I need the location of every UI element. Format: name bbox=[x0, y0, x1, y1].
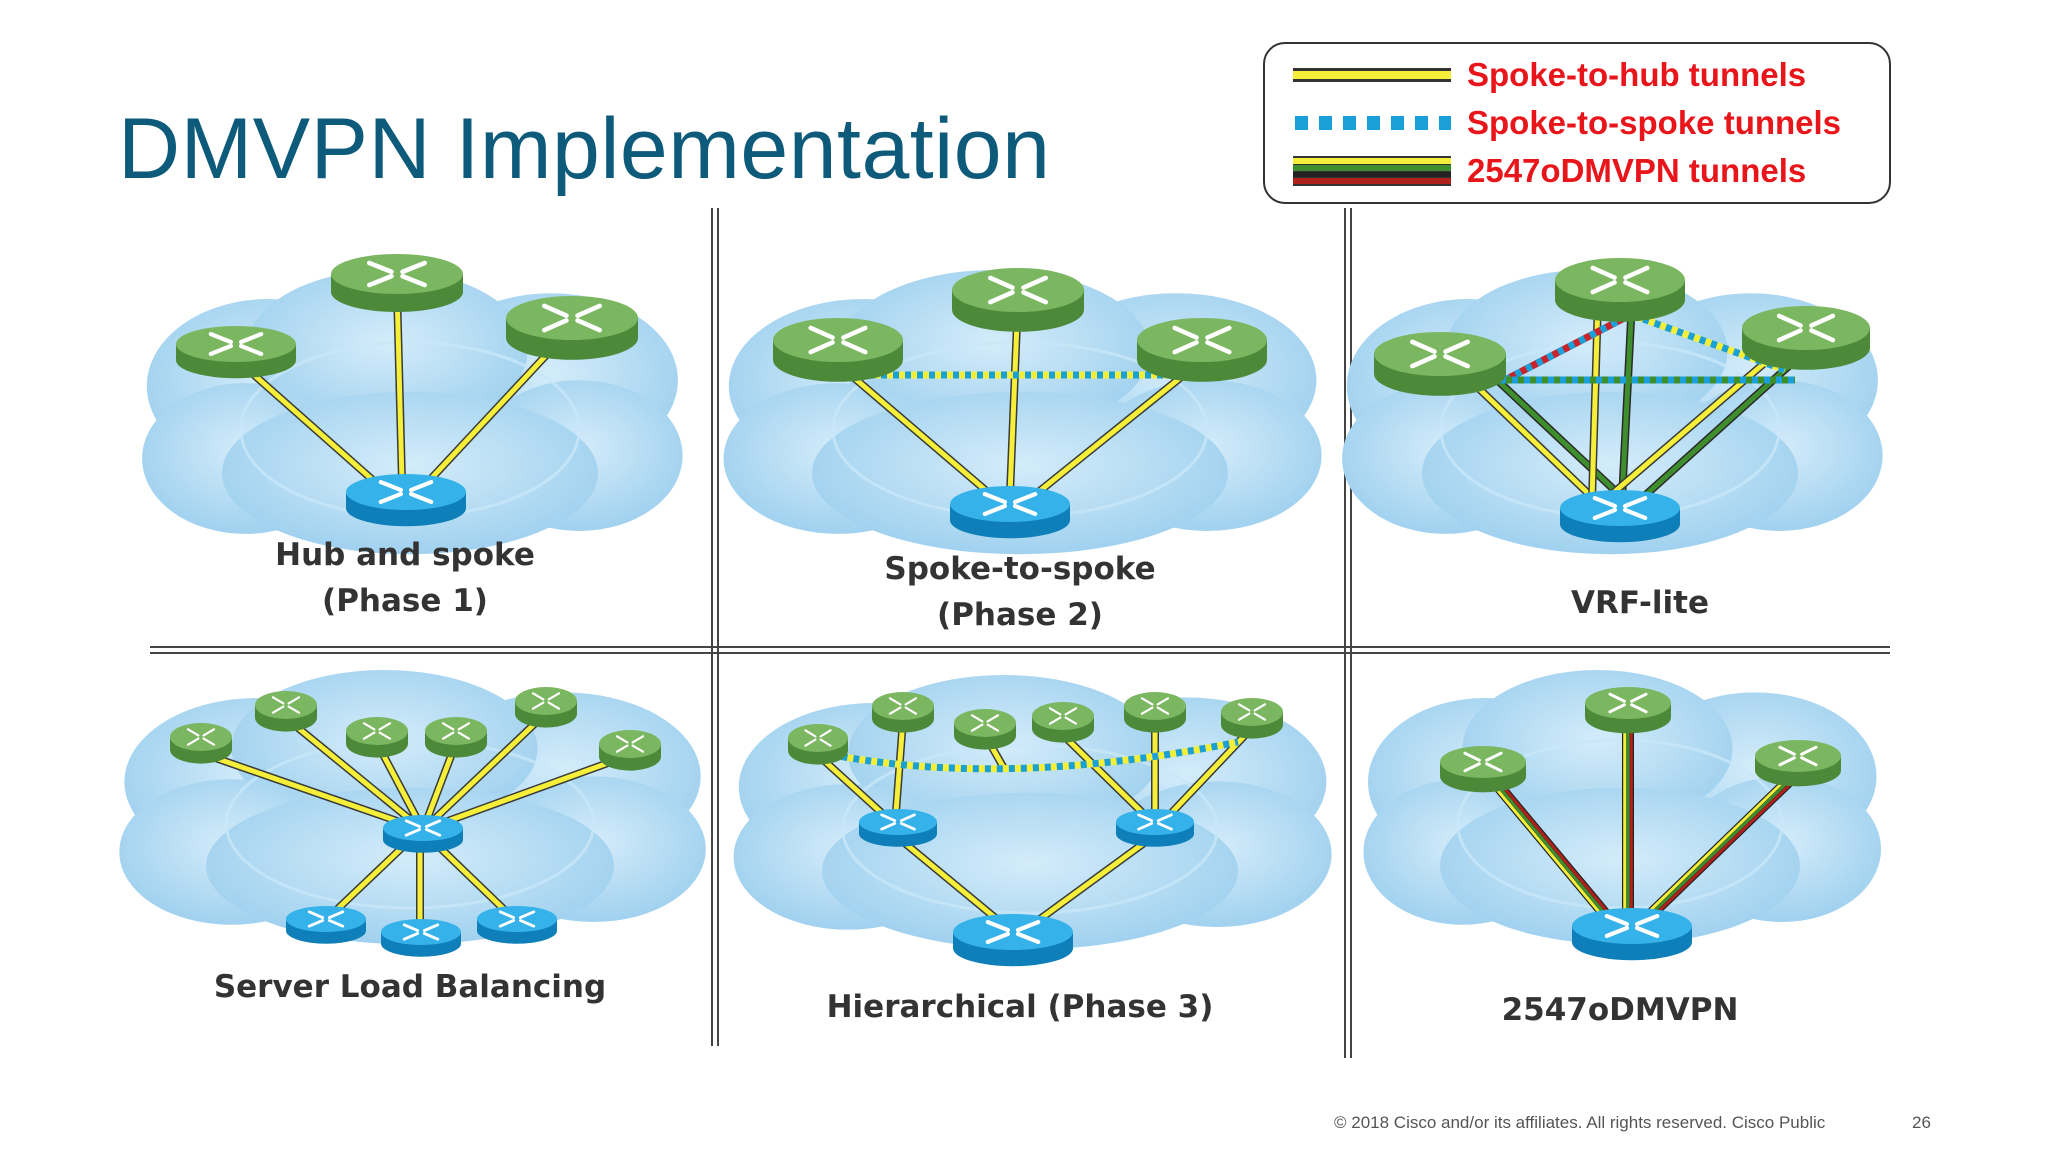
spoke-to-hub-tunnel bbox=[232, 355, 378, 485]
router-icon-green bbox=[1755, 740, 1841, 787]
panel-label-spoke-to-spoke: Spoke-to-spoke (Phase 2) bbox=[860, 546, 1180, 638]
spoke-to-hub-tunnel bbox=[1467, 377, 1598, 503]
router-icon-green bbox=[1032, 702, 1094, 743]
router-icon-green bbox=[170, 723, 232, 764]
spoke-to-hub-tunnel bbox=[425, 332, 568, 485]
spoke-to-hub-tunnel bbox=[420, 710, 549, 833]
panel-label-line: Server Load Balancing bbox=[213, 969, 607, 1005]
legend-label: Spoke-to-hub tunnels bbox=[1467, 56, 1807, 93]
panel-label-line: 2547oDMVPN bbox=[1501, 992, 1739, 1028]
legend-item-spoke-to-spoke: Spoke-to-spoke tunnels bbox=[1265, 102, 1889, 146]
copyright-footer: © 2018 Cisco and/or its affiliates. All … bbox=[1334, 1113, 1826, 1132]
router-icon-green bbox=[1742, 306, 1870, 370]
panel-label-line: Hub and spoke bbox=[275, 537, 535, 573]
panel-label-hub-and-spoke: Hub and spoke (Phase 1) bbox=[250, 532, 560, 624]
router-icon-blue bbox=[859, 809, 937, 847]
router-icon-green bbox=[1221, 698, 1283, 739]
router-icon-blue bbox=[477, 906, 557, 944]
router-icon-blue bbox=[953, 914, 1073, 967]
legend: Spoke-to-hub tunnels Spoke-to-spoke tunn… bbox=[1263, 42, 1891, 204]
panel-label-line: Spoke-to-spoke bbox=[884, 551, 1156, 587]
panel-label-2547odmvpn: 2547oDMVPN bbox=[1470, 987, 1770, 1033]
spoke-to-hub-tunnel bbox=[323, 837, 413, 923]
router-icon-green bbox=[773, 318, 903, 382]
router-icon-blue bbox=[286, 906, 366, 944]
spoke-to-hub-tunnel bbox=[429, 837, 518, 923]
page-number: 26 bbox=[1912, 1113, 1931, 1132]
router-icon-green bbox=[788, 724, 848, 765]
panel-label-line: VRF-lite bbox=[1570, 585, 1710, 621]
router-icon-green bbox=[255, 691, 317, 732]
panel-label-line: Hierarchical (Phase 3) bbox=[826, 989, 1214, 1025]
spoke-to-spoke-tunnel bbox=[1503, 311, 1632, 384]
legend-label: Spoke-to-spoke tunnels bbox=[1467, 104, 1842, 141]
spoke-to-spoke-tunnel bbox=[817, 738, 1239, 773]
panel-label-vrf-lite: VRF-lite bbox=[1520, 580, 1760, 626]
spoke-to-hub-tunnel bbox=[1033, 366, 1193, 498]
2547odmvpn-tunnel bbox=[1640, 773, 1797, 925]
spoke-to-hub-tunnel bbox=[199, 749, 425, 834]
router-icon-green bbox=[1374, 332, 1506, 396]
spoke-to-hub-tunnel bbox=[892, 831, 1013, 934]
router-icon-blue bbox=[1560, 490, 1680, 543]
solid-yellow-line-icon bbox=[1293, 68, 1451, 82]
router-icon-green bbox=[1440, 746, 1526, 793]
router-icon-green bbox=[506, 296, 638, 360]
spoke-to-hub-tunnel bbox=[1022, 831, 1158, 934]
router-icon-green bbox=[952, 268, 1084, 332]
router-icon-blue bbox=[381, 919, 461, 957]
spoke-to-hub-tunnel bbox=[842, 366, 993, 498]
vrf-tunnel bbox=[1618, 299, 1636, 501]
router-icon-blue bbox=[950, 486, 1070, 539]
router-icon-green bbox=[1124, 692, 1186, 733]
router-icon-blue bbox=[1572, 908, 1692, 961]
spoke-to-hub-tunnel bbox=[283, 714, 426, 834]
panel-label-server-load-balancing: Server Load Balancing bbox=[200, 964, 620, 1010]
panel-label-line: (Phase 1) bbox=[322, 583, 488, 619]
legend-label: 2547oDMVPN tunnels bbox=[1467, 152, 1807, 189]
router-icon-green bbox=[1555, 258, 1685, 322]
legend-item-2547odmvpn: 2547oDMVPN tunnels bbox=[1265, 150, 1889, 194]
router-icon-green bbox=[1585, 687, 1671, 734]
panel-label-line: (Phase 2) bbox=[937, 597, 1103, 633]
2547odmvpn-tunnel bbox=[1490, 778, 1615, 924]
spoke-to-hub-tunnel bbox=[421, 751, 632, 834]
router-icon-green bbox=[872, 692, 934, 733]
page-title: DMVPN Implementation bbox=[118, 101, 1051, 197]
spoke-to-hub-tunnel bbox=[1060, 732, 1158, 828]
router-icon-green bbox=[176, 326, 296, 379]
dashed-blue-line-icon bbox=[1295, 116, 1451, 130]
router-icon-blue bbox=[1116, 809, 1194, 847]
spoke-to-hub-tunnel bbox=[393, 289, 406, 483]
router-icon-green bbox=[346, 717, 408, 758]
legend-item-spoke-to-hub: Spoke-to-hub tunnels bbox=[1265, 54, 1889, 98]
router-icon-green bbox=[954, 709, 1016, 750]
router-icon-green bbox=[599, 730, 661, 771]
2547odmvpn-tunnel bbox=[1622, 720, 1634, 920]
router-icon-blue bbox=[346, 474, 466, 527]
spoke-to-hub-tunnel bbox=[891, 719, 907, 826]
panel-label-hierarchical: Hierarchical (Phase 3) bbox=[820, 984, 1220, 1030]
router-icon-green bbox=[1137, 318, 1267, 382]
router-icon-blue bbox=[383, 815, 463, 853]
router-icon-green bbox=[331, 254, 463, 312]
vrf-tunnel bbox=[1492, 375, 1628, 503]
router-icon-green bbox=[515, 687, 577, 728]
vrf-tunnel bbox=[1637, 362, 1793, 503]
multi-stripe-line-icon bbox=[1293, 156, 1451, 186]
router-icon-green bbox=[425, 717, 487, 758]
